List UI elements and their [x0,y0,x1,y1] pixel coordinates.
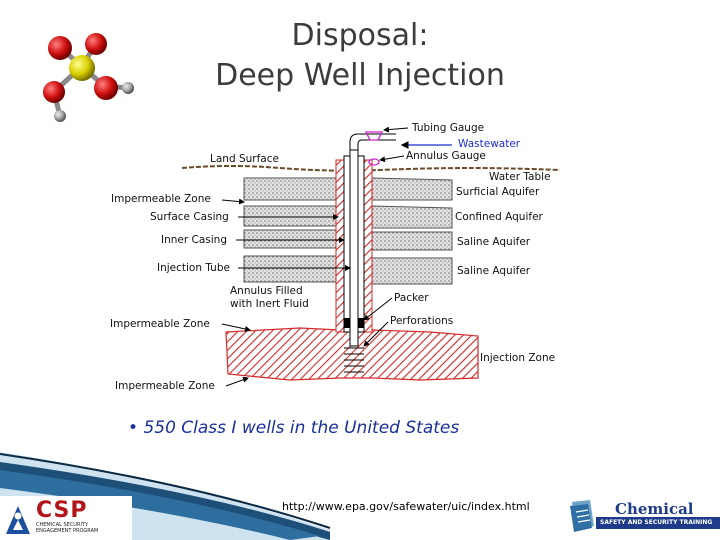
csp-logo-subtitle: CHEMICAL SECURITY ENGAGEMENT PROGRAM [36,522,99,534]
confined-aquifer-layer [371,205,453,229]
red-atom [48,36,72,60]
gray-atom [54,110,66,122]
perforations [344,347,364,373]
csp-logo-text: CSP [36,498,88,523]
leader-arrow [383,126,409,133]
red-atom [94,76,118,100]
injection-tube-label: Injection Tube [157,262,230,274]
page-title-line2: Deep Well Injection [215,58,505,93]
injection-tube [349,149,359,347]
annulus-gauge-label: Annulus Gauge [406,150,486,162]
leader-arrow [363,297,393,321]
impermeable-zone-label: Impermeable Zone [115,380,215,392]
saline-aquifer-layer [243,255,337,283]
wellhead-pipe [357,139,396,150]
red-atom [43,81,65,103]
leader-arrow [221,323,251,332]
annulus-filled-label-line2: with Inert Fluid [230,298,309,310]
saline-aquifer-layer [371,257,453,285]
yellow-atom [69,55,95,81]
injection-zone-label: Injection Zone [480,352,556,364]
annulus-gauge-icon [368,158,380,166]
inner-casing-label: Inner Casing [161,234,227,246]
packer-label: Packer [394,292,429,304]
water-table-label: Water Table [489,171,551,183]
chemical-logo-icon [570,500,594,532]
deep-well-diagram [181,126,561,387]
impermeable-zone-label: Impermeable Zone [110,318,210,330]
leader-arrow [221,198,245,205]
chemical-logo-text: Chemical [615,500,694,518]
gray-atom [122,82,134,94]
page-title-line1: Disposal: [291,18,429,53]
bullet-point: • 550 Class I wells in the United States [128,418,460,438]
annulus-filled-label: Annulus Filled [230,285,303,297]
confined-aquifer-layer [243,205,337,227]
tubing-gauge-label: Tubing Gauge [412,122,485,134]
red-atom [85,33,107,55]
chemical-logo-subtitle: SAFETY AND SECURITY TRAINING [600,519,713,526]
wastewater-label: Wastewater [458,138,521,150]
saline-aquifer-label: Saline Aquifer [457,236,531,248]
leader-arrow [379,155,405,163]
bullet-text: 550 Class I wells in the United States [143,418,460,438]
saline-aquifer-layer [243,229,337,249]
impermeable-zone-label: Impermeable Zone [111,193,211,205]
confined-aquifer-label: Confined Aquifer [455,211,543,223]
saline-aquifer-layer [371,231,453,251]
surficial-aquifer-layer [371,177,453,201]
saline-aquifer-label: Saline Aquifer [457,265,531,277]
chemical-logo-bar [596,517,720,529]
perforations-label: Perforations [390,315,454,327]
leader-arrow [225,376,249,387]
packer [344,318,350,328]
packer [358,318,364,328]
surficial-aquifer-label: Surficial Aquifer [456,186,540,198]
wellhead-pipe [349,133,396,150]
leader-arrow [363,321,389,347]
surface-casing-label: Surface Casing [150,211,229,223]
land-surface-line [181,165,561,172]
land-surface-label: Land Surface [210,153,279,165]
csp-person-icon [6,506,30,534]
molecule-graphic [43,33,134,122]
tubing-gauge-icon [364,131,384,141]
source-link[interactable]: http://www.epa.gov/safewater/uic/index.h… [282,500,530,513]
surficial-aquifer-layer [243,177,337,201]
